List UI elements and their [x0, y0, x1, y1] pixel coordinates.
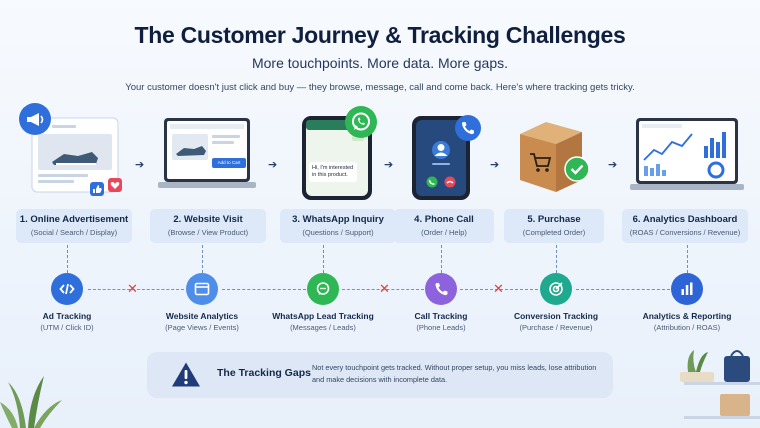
stage-label-online-ad: 1. Online Advertisement (Social / Search… — [16, 209, 132, 243]
gap-link — [342, 289, 424, 290]
gaps-text: Not every touchpoint gets tracked. Witho… — [312, 363, 597, 384]
thumbs-up-icon — [90, 182, 104, 196]
whatsapp-message-bubble: Hi, I'm interested in this product. — [309, 162, 357, 182]
flow-arrow: ➔ — [384, 159, 394, 171]
megaphone-icon — [18, 102, 52, 136]
stage-label-whatsapp: 3. WhatsApp Inquiry (Questions / Support… — [280, 209, 396, 243]
tracking-sub: (UTM / Click ID) — [40, 323, 94, 332]
laptop-icon — [158, 118, 256, 188]
stage-label-website-visit: 2. Website Visit (Browse / View Product) — [150, 209, 266, 243]
flow-arrow: ➔ — [268, 159, 278, 171]
tracking-sub: (Page Views / Events) — [165, 323, 239, 332]
shelf-decoration — [676, 332, 760, 428]
tracking-sub: (Phone Leads) — [416, 323, 466, 332]
tracked-link — [576, 289, 670, 290]
target-icon — [540, 273, 572, 305]
stage-purchase — [498, 110, 608, 202]
tracking-title: Website Analytics — [165, 311, 239, 321]
flow-arrow: ➔ — [135, 159, 145, 171]
page-subtitle: More touchpoints. More data. More gaps. — [251, 55, 509, 71]
tracked-link — [222, 289, 306, 290]
gap-link — [460, 289, 538, 290]
gaps-title: The Tracking Gaps — [217, 367, 311, 379]
stage-analytics-dashboard — [628, 110, 744, 202]
connector-line — [202, 245, 203, 273]
bar-chart-icon — [671, 273, 703, 305]
gap-x-icon: ✕ — [379, 281, 390, 296]
tracking-title: WhatsApp Lead Tracking — [272, 311, 374, 321]
add-to-cart-button[interactable]: Add to Cart — [212, 158, 246, 168]
tracking-gaps-panel: The Tracking Gaps Not every touchpoint g… — [147, 352, 613, 398]
connector-line — [323, 245, 324, 273]
warning-icon — [171, 361, 201, 393]
stage-online-ad — [16, 103, 126, 202]
phone-icon — [454, 114, 482, 142]
browser-icon — [186, 273, 218, 305]
flow-arrow: ➔ — [490, 159, 500, 171]
gap-x-icon: ✕ — [127, 281, 138, 296]
heart-icon — [108, 178, 122, 192]
dashboard-icon — [630, 118, 744, 190]
call-tracking-phone-icon — [425, 273, 457, 305]
stage-label-phone-call: 4. Phone Call (Order / Help) — [394, 209, 494, 243]
tracking-title: Ad Tracking — [42, 311, 92, 321]
tracking-title: Conversion Tracking — [513, 311, 599, 321]
cart-icon — [520, 122, 582, 192]
tracking-title: Call Tracking — [414, 311, 468, 321]
stage-label-analytics: 6. Analytics Dashboard (ROAS / Conversio… — [622, 209, 748, 243]
whatsapp-icon — [344, 105, 378, 139]
stage-phone-call — [388, 110, 498, 202]
connector-line — [441, 245, 442, 273]
chat-icon — [307, 273, 339, 305]
tracking-title: Analytics & Reporting — [642, 311, 732, 321]
connector-line — [556, 245, 557, 273]
connector-line — [687, 245, 688, 273]
flow-arrow: ➔ — [608, 159, 618, 171]
tracking-sub: (Attribution / ROAS) — [653, 323, 721, 332]
code-icon — [51, 273, 83, 305]
connector-line — [67, 245, 68, 273]
tracking-sub: (Purchase / Revenue) — [519, 323, 593, 332]
gap-x-icon: ✕ — [493, 281, 504, 296]
tracking-sub: (Messages / Leads) — [290, 323, 356, 332]
stage-website-visit: Add to Cart — [152, 110, 262, 202]
gap-link — [88, 289, 184, 290]
stage-label-purchase: 5. Purchase (Completed Order) — [504, 209, 604, 243]
stage-whatsapp-inquiry: Hi, I'm interested in this product. — [282, 106, 392, 202]
check-icon — [564, 156, 590, 182]
plant-decoration — [0, 340, 70, 428]
intro-text: Your customer doesn't just click and buy… — [125, 82, 635, 93]
page-title: The Customer Journey & Tracking Challeng… — [134, 22, 626, 48]
